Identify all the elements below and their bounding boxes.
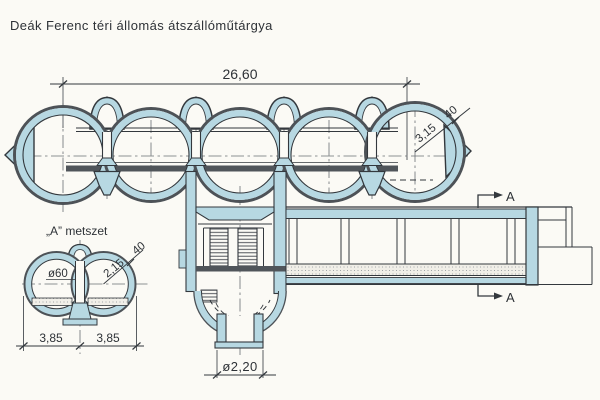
junction-column bbox=[93, 132, 121, 196]
dim-shaft-diameter-value: ø2,20 bbox=[222, 359, 257, 374]
section-detail-label: „A” metszet bbox=[46, 224, 108, 238]
section-marker-bottom: A bbox=[477, 284, 515, 305]
hall-right-continuation bbox=[286, 207, 593, 286]
dim-overall-width-value: 26,60 bbox=[222, 66, 257, 82]
dim-half-right-value: 3,85 bbox=[96, 331, 120, 345]
dim-column-diameter: ø60 bbox=[46, 268, 75, 280]
drawing-title: Deák Ferenc téri állomás átszállóműtárgy… bbox=[10, 18, 273, 33]
hall-end-wall bbox=[525, 206, 539, 286]
section-base-slab bbox=[62, 318, 98, 326]
junction-column bbox=[358, 132, 386, 196]
dim-half-left-value: 3,85 bbox=[39, 331, 63, 345]
section-detail bbox=[23, 243, 137, 326]
section-center-column bbox=[75, 261, 85, 305]
arrow-right-icon bbox=[494, 191, 503, 199]
hall-roof-slab bbox=[285, 208, 538, 219]
stairs-hatch bbox=[200, 289, 218, 303]
dim-section-halves bbox=[16, 296, 144, 351]
hall-floor-slab bbox=[285, 277, 527, 284]
arrow-right-icon bbox=[494, 292, 503, 300]
junction-columns bbox=[93, 132, 386, 196]
junction-column bbox=[185, 132, 207, 166]
shaft-floor-slab bbox=[196, 266, 286, 272]
section-column-pedestal bbox=[68, 302, 92, 320]
platform-lines bbox=[66, 127, 398, 163]
passage-hall bbox=[285, 206, 593, 286]
junction-column bbox=[273, 132, 295, 166]
dim-column-diameter-value: ø60 bbox=[48, 268, 68, 280]
section-marker-bottom-label: A bbox=[506, 290, 515, 305]
dome-cap bbox=[266, 96, 302, 130]
escalator-hatch bbox=[209, 227, 229, 267]
shaft-top-slab bbox=[195, 206, 275, 221]
hall-columns bbox=[288, 219, 516, 264]
dome-cap bbox=[178, 96, 214, 130]
escalator-hatch bbox=[237, 227, 258, 267]
section-marker-top: A bbox=[477, 189, 515, 208]
bottom-shaft bbox=[214, 313, 264, 349]
escalator-shaft bbox=[178, 170, 287, 303]
section-floor-hatched bbox=[87, 297, 129, 306]
section-marker-top-label: A bbox=[506, 189, 515, 204]
hall-floor-hatched bbox=[285, 263, 527, 276]
dim-shaft-diameter bbox=[204, 350, 276, 379]
platform-floor-slab bbox=[66, 165, 398, 172]
section-floor-hatched bbox=[31, 297, 73, 306]
